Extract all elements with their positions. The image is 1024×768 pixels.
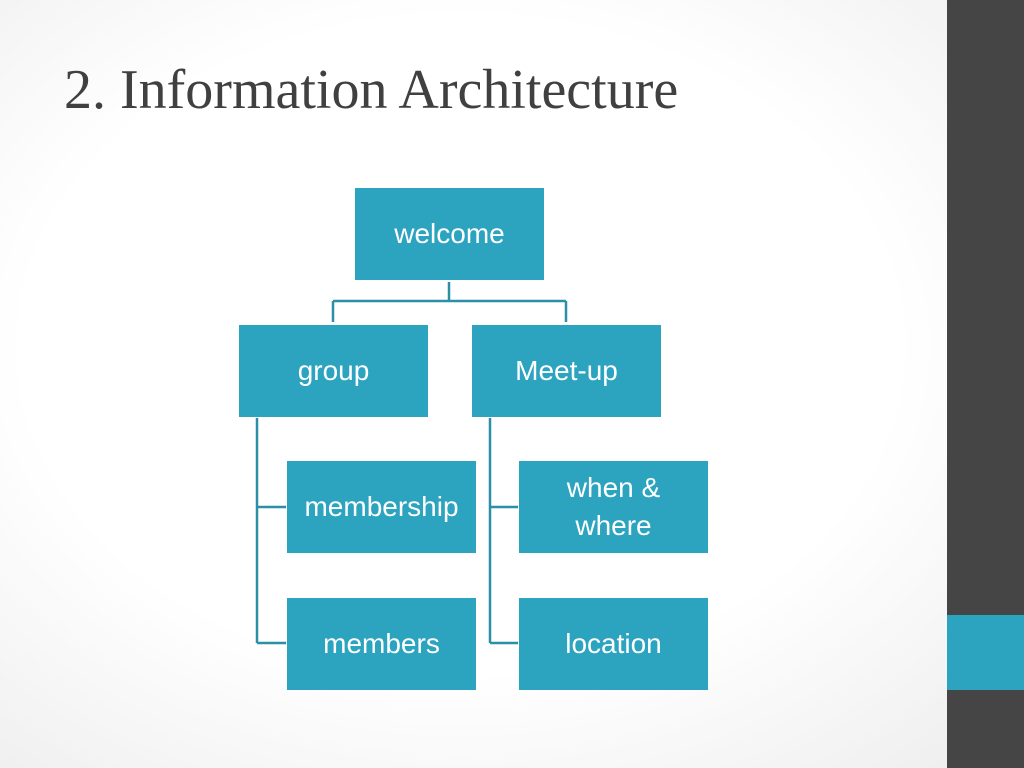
node-group: group — [239, 325, 428, 417]
node-group-label: group — [297, 355, 370, 386]
node-members: members — [287, 598, 476, 690]
node-location-label: location — [565, 628, 662, 659]
node-membership-label: membership — [304, 491, 459, 522]
connector-group-children — [255, 418, 286, 645]
sidebar-accent-block — [947, 615, 1024, 690]
node-members-label: members — [323, 628, 440, 659]
node-when-where: when & where — [519, 461, 708, 553]
node-when-where-label: when & where — [566, 472, 661, 541]
node-welcome-label: welcome — [394, 218, 505, 249]
connector-meetup-children — [488, 418, 518, 645]
connector-root-to-branches — [331, 282, 568, 322]
node-meet-up: Meet-up — [472, 325, 661, 417]
slide-title: 2. Information Architecture — [64, 59, 679, 121]
node-membership: membership — [287, 461, 476, 553]
node-location: location — [519, 598, 708, 690]
node-welcome: welcome — [355, 188, 544, 280]
node-meet-up-label: Meet-up — [515, 355, 618, 386]
